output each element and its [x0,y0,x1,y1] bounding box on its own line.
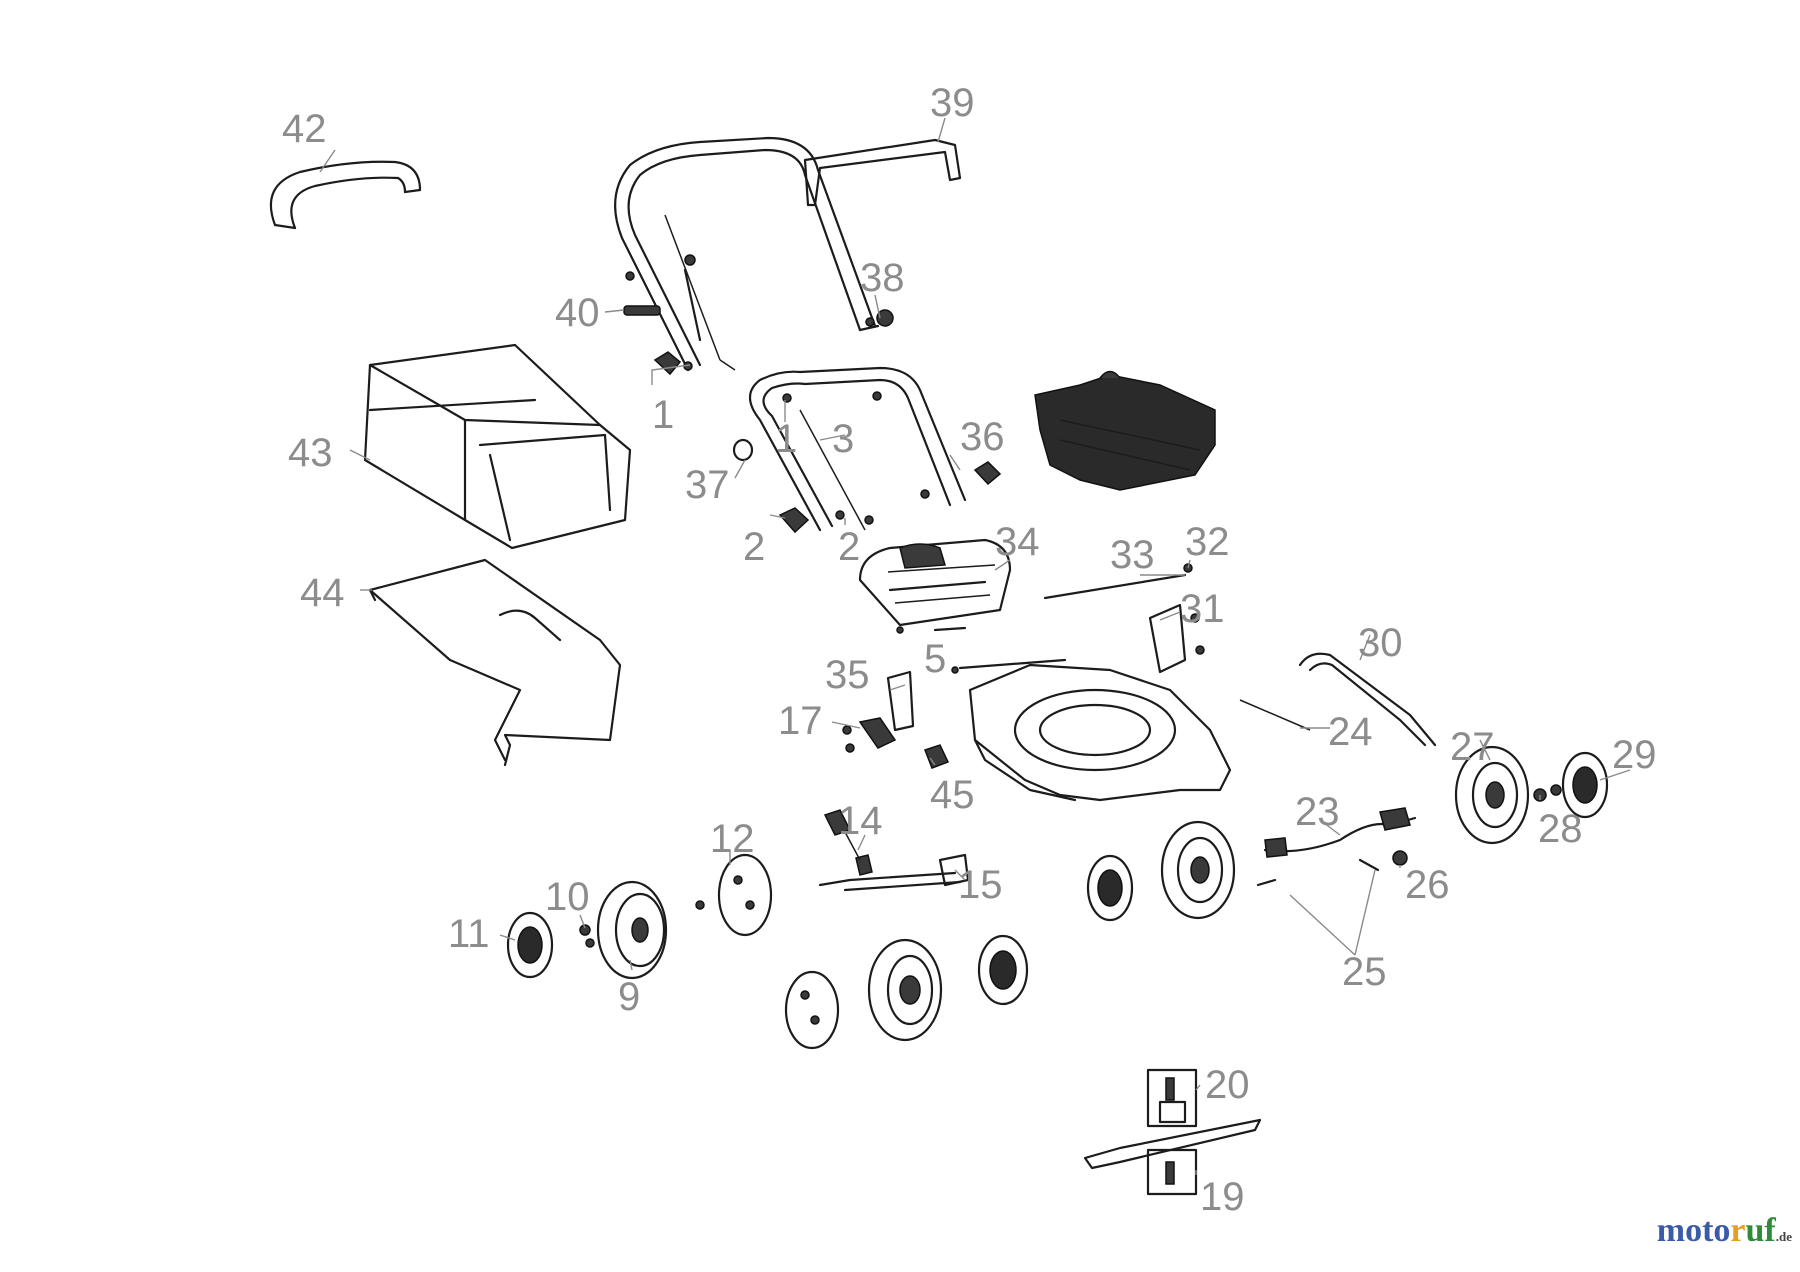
part-knob-upper [653,351,693,376]
callout-23: 23 [1295,790,1340,834]
part-engine [1034,370,1216,491]
callout-43: 43 [288,431,333,475]
callout-5: 5 [924,637,946,681]
callout-34: 34 [995,520,1040,564]
part-bag-frame [368,558,622,767]
watermark-brand-b: r [1730,1212,1746,1249]
callout-44: 44 [300,571,345,615]
callout-1b: 1 [775,417,797,461]
callout-17: 17 [778,699,823,743]
part-knob-37 [732,438,754,462]
part-blade-bolt [1146,1148,1198,1196]
callout-42: 42 [282,107,327,151]
callout-12: 12 [710,817,755,861]
part-rear-flap [858,538,1012,627]
part-bracket-35 [886,670,915,732]
callout-25: 25 [1342,950,1387,994]
part-wheel-lower-cover [977,934,1029,1006]
callout-10: 10 [545,875,590,919]
part-hub-12 [695,853,773,937]
part-washer-28 [1533,784,1562,802]
part-handle-grip [269,160,422,230]
callout-15: 15 [958,863,1003,907]
part-front-axle [818,853,970,892]
part-blade [1083,1118,1262,1170]
callout-29: 29 [1612,733,1657,777]
part-screw-40 [623,271,661,316]
callout-9: 9 [618,975,640,1019]
callout-3: 3 [832,417,854,461]
callout-labels: 42 39 38 40 1 1 3 36 37 2 2 34 33 32 31 … [282,81,1657,1219]
part-blade-adapter [1146,1068,1198,1128]
part-cable-23 [1263,807,1417,858]
callout-11: 11 [448,912,490,956]
callout-40: 40 [555,291,600,335]
callout-31: 31 [1180,587,1225,631]
callout-2b: 2 [838,525,860,569]
part-clip-45 [924,744,950,769]
callout-33: 33 [1110,533,1155,577]
callout-39: 39 [930,81,975,125]
watermark-brand-c: uf [1745,1212,1776,1249]
part-knob-36 [920,461,1002,499]
callout-38: 38 [860,256,905,300]
part-lower-handle [748,366,967,532]
part-cable-bar [803,138,962,207]
part-rear-wheel-cover-left [1086,854,1134,922]
part-clips-25 [1256,858,1380,887]
part-rod [1043,563,1193,600]
callout-35: 35 [825,653,870,697]
part-wheel-lower-hub [784,970,840,1050]
part-rear-wheel-left [1160,820,1236,920]
part-rear-wheel-right [1454,745,1530,845]
leader-lines [319,117,1631,1175]
callout-2a: 2 [743,525,765,569]
callout-24: 24 [1328,710,1373,754]
part-latch-17 [842,717,897,753]
part-bracket-31 [1148,603,1205,674]
part-spring [1239,699,1311,731]
callout-27: 27 [1450,725,1495,769]
callout-28: 28 [1538,807,1583,851]
part-rear-wheel-cover-right [1561,751,1609,819]
part-knob-lower [778,507,845,534]
watermark-tld: .de [1775,1229,1792,1244]
part-rear-axle-bar [1298,652,1437,747]
callout-20: 20 [1205,1063,1250,1107]
part-wheel-lower-tire [867,938,943,1042]
part-upper-handle [614,136,894,372]
part-wheel-cover-11 [506,911,554,979]
callout-36: 36 [960,415,1005,459]
callout-1a: 1 [652,393,674,437]
part-grass-bag [363,343,632,550]
callout-32: 32 [1185,520,1230,564]
brand-watermark: motoruf.de [1657,1212,1792,1250]
part-mower-deck [968,663,1232,802]
callout-45: 45 [930,773,975,817]
callout-26: 26 [1405,863,1450,907]
callout-37: 37 [685,463,730,507]
part-bolt-10 [579,924,595,948]
callout-30: 30 [1358,621,1403,665]
part-hinge [896,626,1067,674]
part-wheel-9 [596,880,668,980]
part-switch [823,809,873,876]
callout-14: 14 [838,799,883,843]
callout-19: 19 [1200,1175,1245,1219]
watermark-brand-a: moto [1656,1212,1731,1249]
